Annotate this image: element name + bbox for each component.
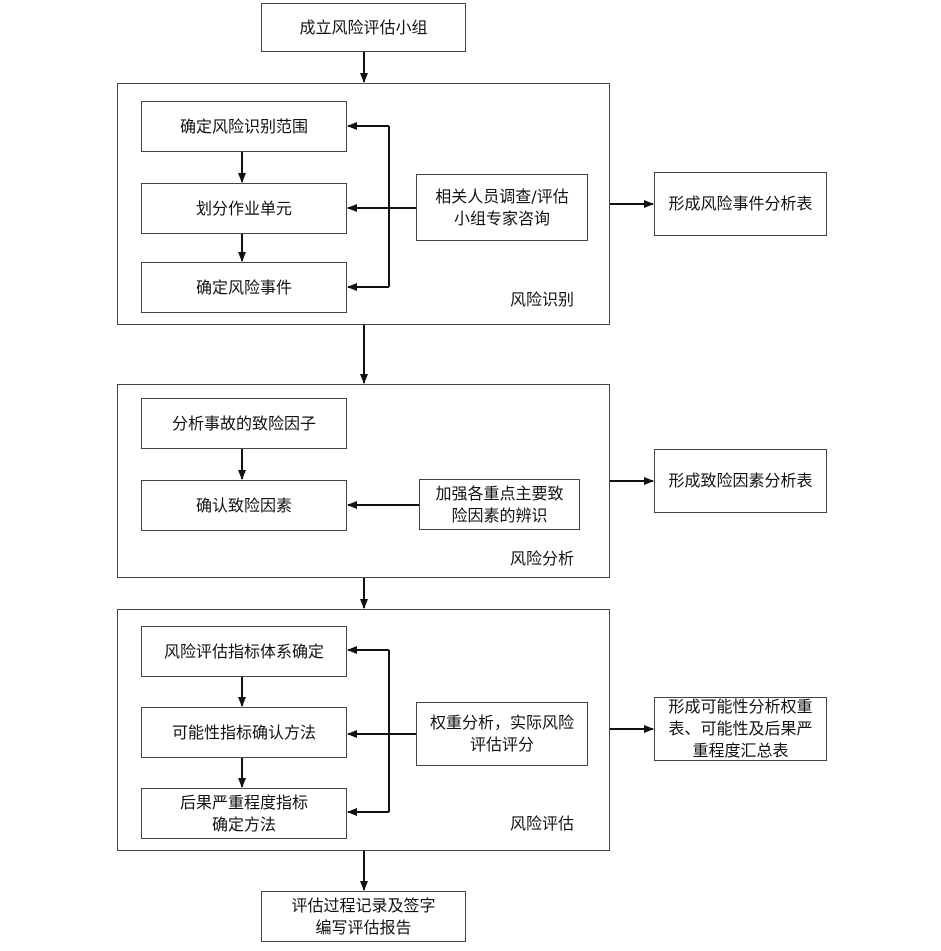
id-output-box: 形成风险事件分析表 — [654, 172, 827, 236]
ev-step-severity: 后果严重程度指标 确定方法 — [141, 788, 347, 839]
stage-identification-frame — [117, 83, 610, 325]
ev-step-likelihood: 可能性指标确认方法 — [141, 707, 347, 758]
stage-analysis-label: 风险分析 — [510, 549, 575, 568]
an-output-box: 形成致险因素分析表 — [654, 449, 827, 513]
stage-analysis-frame — [117, 384, 610, 578]
id-step-events: 确定风险事件 — [141, 262, 347, 313]
stage-identification-label: 风险识别 — [510, 290, 575, 309]
id-step-scope: 确定风险识别范围 — [141, 101, 347, 152]
an-input-box: 加强各重点主要致 险因素的辨识 — [419, 479, 580, 530]
an-step-factors: 分析事故的致险因子 — [141, 398, 347, 449]
id-step-units: 划分作业单元 — [141, 183, 347, 234]
stage-evaluation-label: 风险评估 — [510, 814, 575, 833]
id-input-box: 相关人员调查/评估 小组专家咨询 — [416, 174, 588, 241]
start-node: 成立风险评估小组 — [261, 3, 466, 52]
stage-evaluation-frame — [117, 609, 610, 851]
ev-output-box: 形成可能性分析权重 表、可能性及后果严 重程度汇总表 — [654, 697, 827, 761]
end-node: 评估过程记录及签字 编写评估报告 — [261, 891, 466, 942]
an-step-confirm: 确认致险因素 — [141, 480, 347, 531]
ev-input-box: 权重分析，实际风险 评估评分 — [416, 702, 588, 766]
ev-step-index-system: 风险评估指标体系确定 — [141, 626, 347, 677]
